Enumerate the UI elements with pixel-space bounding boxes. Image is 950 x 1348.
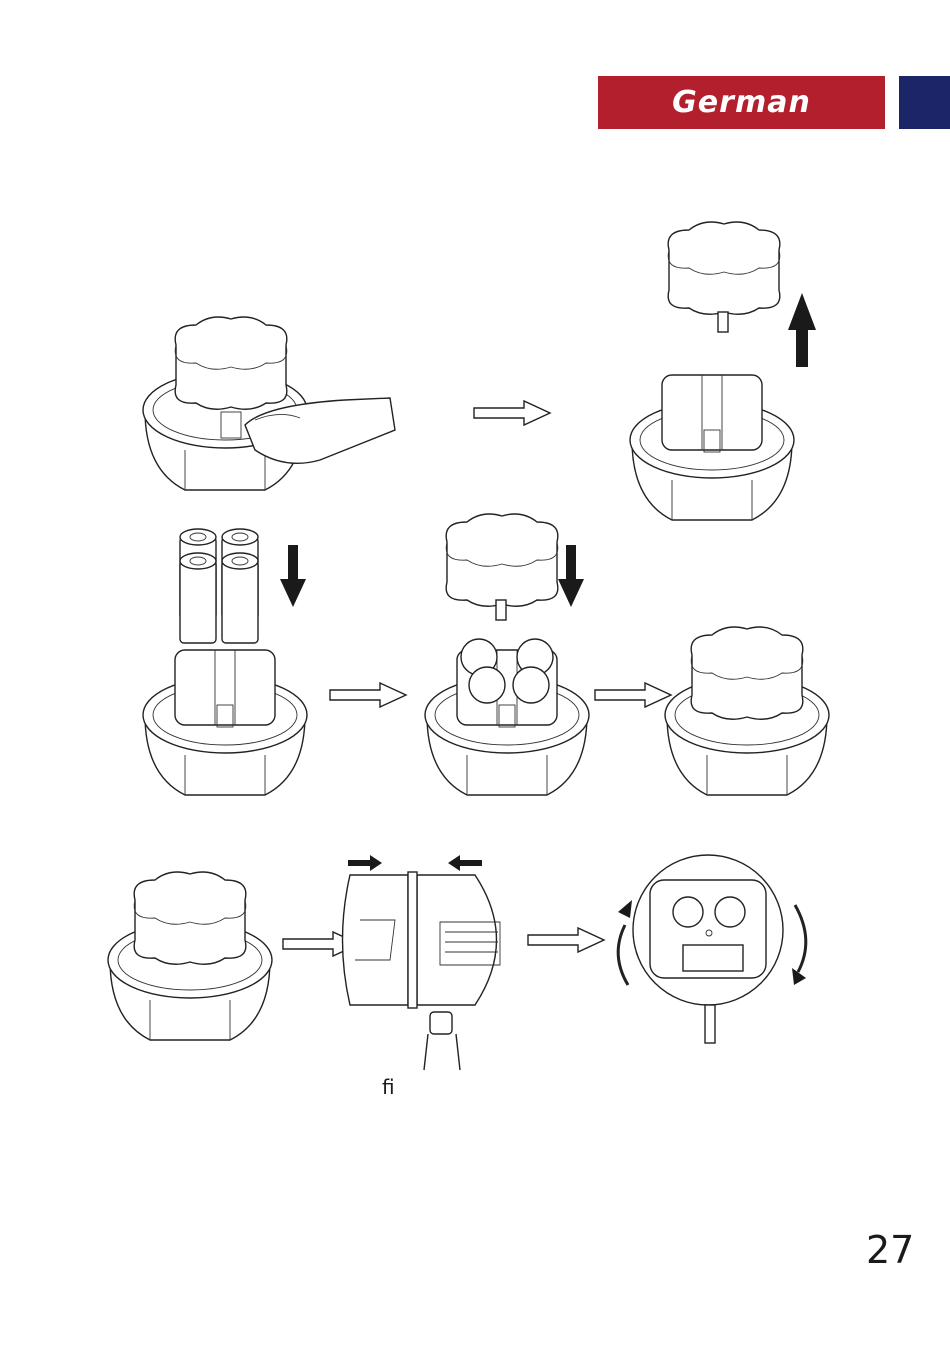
step4-lid-above xyxy=(446,514,558,620)
step4-unit-with-batteries xyxy=(425,639,589,795)
figure-caption-glyph: ﬁ xyxy=(382,1075,395,1099)
step1-arrow xyxy=(474,401,550,425)
step6-mount-assembly xyxy=(343,872,501,1070)
step6-push-right-arrow xyxy=(348,855,382,871)
step5-closed-unit xyxy=(665,627,829,795)
step7-rotate-unit xyxy=(618,855,806,1043)
step1-unit-with-hand xyxy=(143,317,395,490)
step3-open-unit xyxy=(143,650,307,795)
step2-lid-lifted xyxy=(630,222,794,520)
step6-arrow-2 xyxy=(528,928,604,952)
page-number: 27 xyxy=(866,1228,914,1272)
step3-arrow xyxy=(330,683,406,707)
step2-up-arrow xyxy=(788,293,816,367)
step3-batteries xyxy=(180,529,258,643)
step6-push-left-arrow xyxy=(448,855,482,871)
step3-down-arrow xyxy=(280,545,306,607)
step6-closed-unit xyxy=(108,872,272,1040)
step4-arrow xyxy=(595,683,671,707)
step4-down-arrow xyxy=(558,545,584,607)
